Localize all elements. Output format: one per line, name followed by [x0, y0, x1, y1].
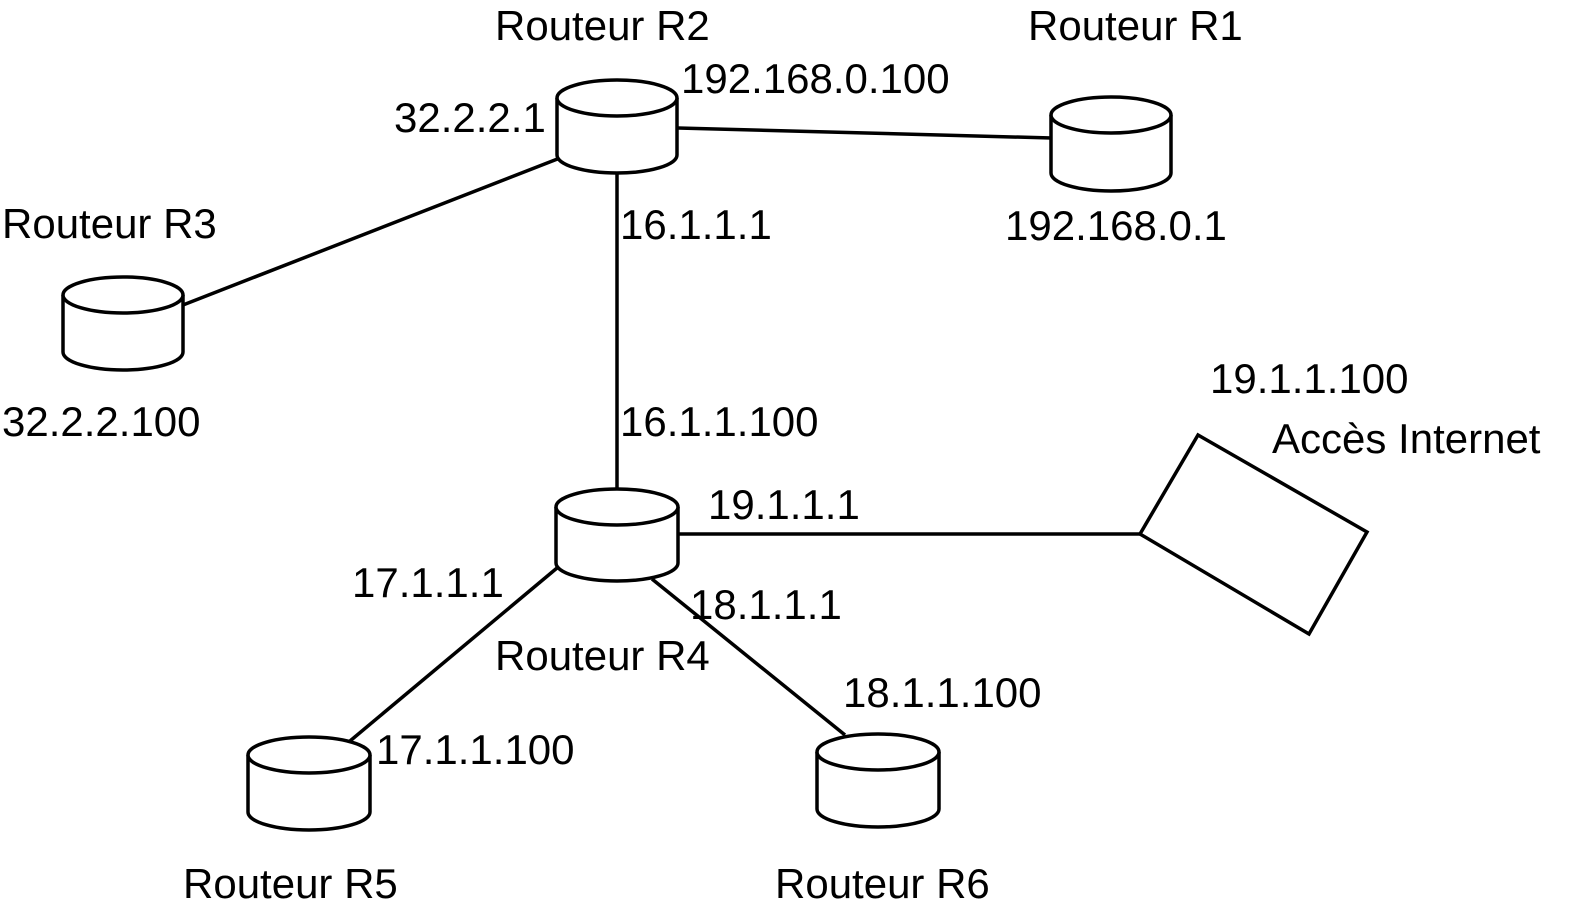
r4-ip-lower-right: 18.1.1.1: [690, 581, 842, 628]
router-r6-icon: [815, 732, 941, 829]
router-r5-icon: [246, 735, 372, 832]
r5-ip: 17.1.1.100: [376, 726, 575, 773]
link-r4-r5: [348, 566, 559, 743]
link-r2-r3: [182, 156, 561, 307]
router-r6-label: Routeur R6: [775, 860, 990, 907]
router-r1-icon: [1049, 95, 1173, 193]
r6-ip: 18.1.1.100: [843, 669, 1042, 716]
router-r2-icon: [555, 78, 679, 175]
link-r2-r1: [677, 126, 1053, 140]
internet-access-icon: [1137, 432, 1370, 637]
link-r4-r6: [650, 577, 847, 737]
r2-ip-right: 192.168.0.100: [681, 55, 950, 102]
r2-ip-left: 32.2.2.1: [394, 94, 546, 141]
router-r2-label: Routeur R2: [495, 2, 710, 49]
r1-ip: 192.168.0.1: [1005, 202, 1227, 249]
router-r5-label: Routeur R5: [183, 860, 398, 907]
router-r3-icon: [61, 275, 185, 372]
router-r4-icon: [554, 487, 680, 583]
internet-label: Accès Internet: [1272, 415, 1541, 462]
internet-ip: 19.1.1.100: [1210, 355, 1409, 402]
r3-ip: 32.2.2.100: [2, 398, 201, 445]
router-r1-label: Routeur R1: [1028, 2, 1243, 49]
r4-ip-left: 17.1.1.1: [352, 559, 504, 606]
router-r4-label: Routeur R4: [495, 632, 710, 679]
router-r3-label: Routeur R3: [2, 200, 217, 247]
r4-ip-top: 16.1.1.100: [620, 398, 819, 445]
r4-ip-right: 19.1.1.1: [708, 481, 860, 528]
r2-ip-bottom: 16.1.1.1: [620, 201, 772, 248]
